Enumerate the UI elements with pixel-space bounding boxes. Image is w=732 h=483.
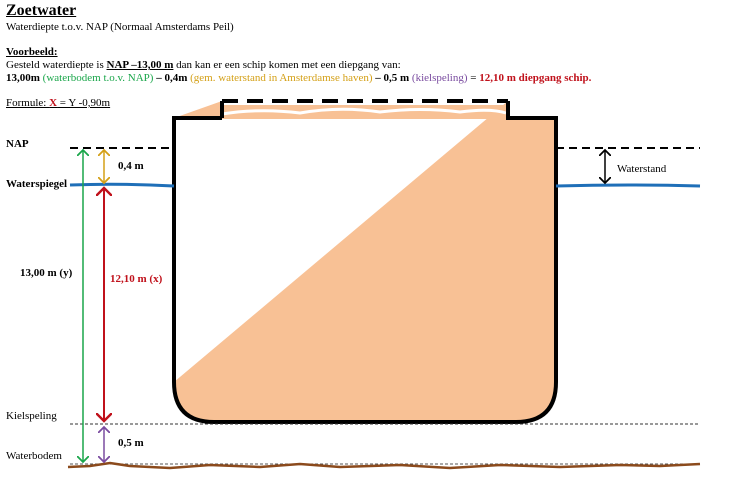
label-nap: NAP: [6, 138, 29, 150]
value: 13,00m: [6, 72, 40, 84]
value: – 0,4m: [156, 72, 188, 84]
seabed-line: [67, 461, 701, 470]
result: 12,10 m diepgang schip.: [479, 72, 592, 84]
desc: (waterbodem t.o.v. NAP): [42, 72, 154, 84]
desc: (kielspeling): [411, 72, 468, 84]
ship-hull: [172, 99, 558, 424]
measure-total: 13,00 m (y): [20, 267, 73, 279]
formula-x: X: [49, 97, 58, 109]
water-line-left: [69, 182, 175, 188]
text: Gesteld waterdiepte is: [6, 59, 107, 71]
label-waterstand: Waterstand: [617, 163, 667, 175]
measure-clearance: 0,5 m: [118, 437, 144, 449]
label-kielspeling: Kielspeling: [6, 410, 57, 422]
formula-rest: = Y -0,90m: [57, 97, 111, 109]
page-title: Zoetwater: [6, 2, 77, 19]
subtitle: Waterdiepte t.o.v. NAP (Normaal Amsterda…: [6, 21, 234, 33]
example-heading: Voorbeeld:: [6, 46, 58, 58]
text: dan kan er een schip komen met een diepg…: [173, 59, 401, 71]
example-line-1: Gesteld waterdiepte is NAP –13,00 m dan …: [6, 59, 401, 71]
formula: Formule: X = Y -0,90m: [6, 97, 110, 109]
measure-draft: 12,10 m (x): [110, 273, 163, 285]
desc: (gem. waterstand in Amsterdamse haven): [190, 72, 373, 84]
equals: =: [470, 72, 477, 84]
measure-nap-to-water: 0,4 m: [118, 160, 144, 172]
label-waterbodem: Waterbodem: [6, 450, 62, 462]
example-line-2: 13,00m (waterbodem t.o.v. NAP) – 0,4m (g…: [6, 72, 591, 84]
value: – 0,5 m: [375, 72, 410, 84]
label-waterspiegel: Waterspiegel: [6, 178, 68, 190]
formula-label: Formule:: [6, 97, 50, 109]
depth-value: NAP –13,00 m: [106, 59, 174, 71]
water-line-right: [555, 183, 701, 188]
